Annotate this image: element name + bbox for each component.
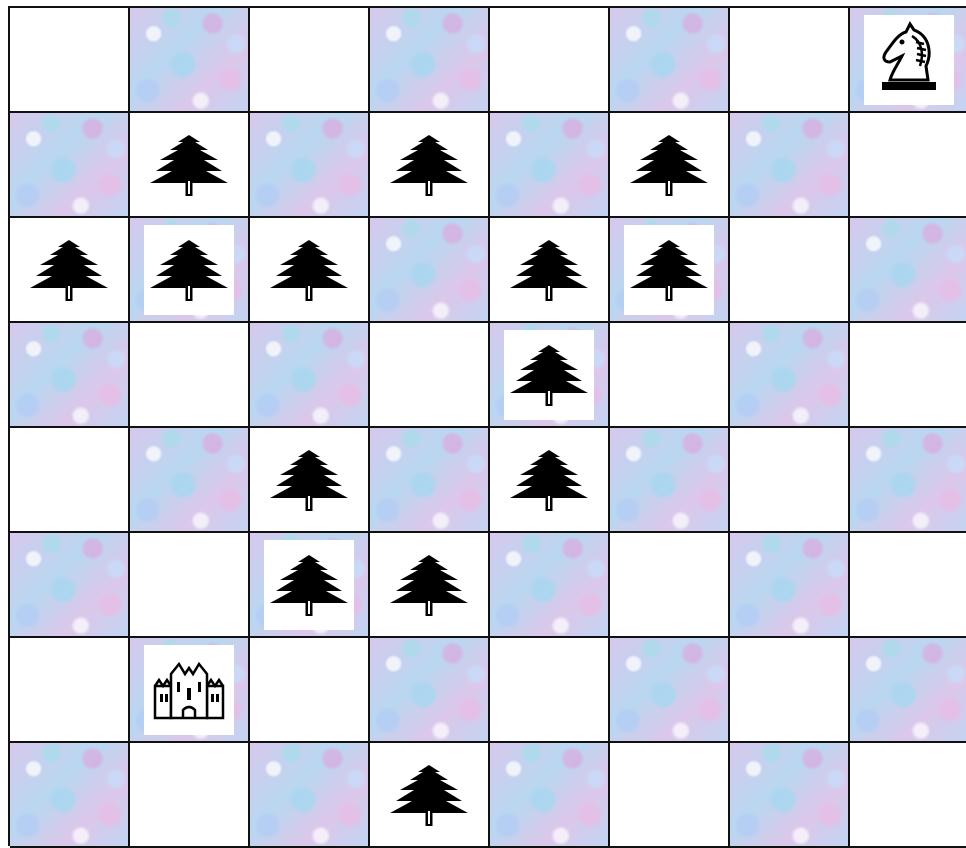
board-cell[interactable] — [850, 428, 966, 533]
board-cell[interactable] — [10, 638, 130, 743]
tree-icon — [504, 330, 594, 420]
board-cell[interactable] — [490, 218, 610, 323]
board-cell[interactable] — [850, 638, 966, 743]
board-cell[interactable] — [370, 743, 490, 848]
board-cell[interactable] — [250, 743, 370, 848]
board-cell[interactable] — [250, 638, 370, 743]
tree-icon — [264, 435, 354, 525]
tree-icon — [144, 120, 234, 210]
board-cell[interactable] — [490, 533, 610, 638]
board-cell[interactable] — [130, 428, 250, 533]
board-cell[interactable] — [730, 743, 850, 848]
board-cell[interactable] — [370, 323, 490, 428]
board-cell[interactable] — [10, 113, 130, 218]
board-cell[interactable] — [130, 113, 250, 218]
board-cell[interactable] — [850, 743, 966, 848]
board-cell[interactable] — [610, 743, 730, 848]
tree-icon — [624, 120, 714, 210]
board-cell[interactable] — [730, 428, 850, 533]
tree-icon — [144, 225, 234, 315]
board-cell[interactable] — [730, 113, 850, 218]
board-cell[interactable] — [130, 638, 250, 743]
board-cell[interactable] — [730, 8, 850, 113]
board-cell[interactable] — [490, 113, 610, 218]
board-cell[interactable] — [730, 638, 850, 743]
board-cell[interactable] — [490, 323, 610, 428]
board-cell[interactable] — [850, 218, 966, 323]
board-cell[interactable] — [370, 533, 490, 638]
board-cell[interactable] — [10, 428, 130, 533]
tree-icon — [384, 120, 474, 210]
board-cell[interactable] — [610, 638, 730, 743]
board-cell[interactable] — [130, 8, 250, 113]
board-cell[interactable] — [250, 533, 370, 638]
board-cell[interactable] — [250, 323, 370, 428]
board-cell[interactable] — [10, 743, 130, 848]
knight-icon[interactable] — [864, 15, 954, 105]
board-cell[interactable] — [850, 323, 966, 428]
tree-icon — [384, 540, 474, 630]
board-cell[interactable] — [10, 533, 130, 638]
board-cell[interactable] — [10, 323, 130, 428]
tree-icon — [264, 225, 354, 315]
board-cell[interactable] — [250, 218, 370, 323]
board-cell[interactable] — [250, 113, 370, 218]
tree-icon — [504, 435, 594, 525]
tree-icon — [24, 225, 114, 315]
game-board — [8, 6, 966, 846]
board-cell[interactable] — [850, 533, 966, 638]
board-cell[interactable] — [850, 8, 966, 113]
board-cell[interactable] — [370, 638, 490, 743]
board-cell[interactable] — [730, 323, 850, 428]
board-cell[interactable] — [10, 8, 130, 113]
tree-icon — [504, 225, 594, 315]
board-cell[interactable] — [610, 533, 730, 638]
board-cell[interactable] — [490, 638, 610, 743]
board-cell[interactable] — [250, 428, 370, 533]
board-cell[interactable] — [490, 8, 610, 113]
board-cell[interactable] — [610, 113, 730, 218]
board-cell[interactable] — [610, 323, 730, 428]
board-cell[interactable] — [130, 533, 250, 638]
board-cell[interactable] — [130, 323, 250, 428]
board-cell[interactable] — [370, 113, 490, 218]
board-cell[interactable] — [370, 8, 490, 113]
tree-icon — [264, 540, 354, 630]
board-cell[interactable] — [490, 428, 610, 533]
board-cell[interactable] — [250, 8, 370, 113]
board-cell[interactable] — [610, 8, 730, 113]
castle-icon — [144, 645, 234, 735]
board-cell[interactable] — [130, 218, 250, 323]
board-cell[interactable] — [490, 743, 610, 848]
board-cell[interactable] — [10, 218, 130, 323]
board-cell[interactable] — [610, 428, 730, 533]
board-cell[interactable] — [610, 218, 730, 323]
board-cell[interactable] — [370, 428, 490, 533]
board-cell[interactable] — [850, 113, 966, 218]
board-cell[interactable] — [730, 533, 850, 638]
board-cell[interactable] — [370, 218, 490, 323]
board-cell[interactable] — [130, 743, 250, 848]
tree-icon — [384, 750, 474, 840]
tree-icon — [624, 225, 714, 315]
board-cell[interactable] — [730, 218, 850, 323]
